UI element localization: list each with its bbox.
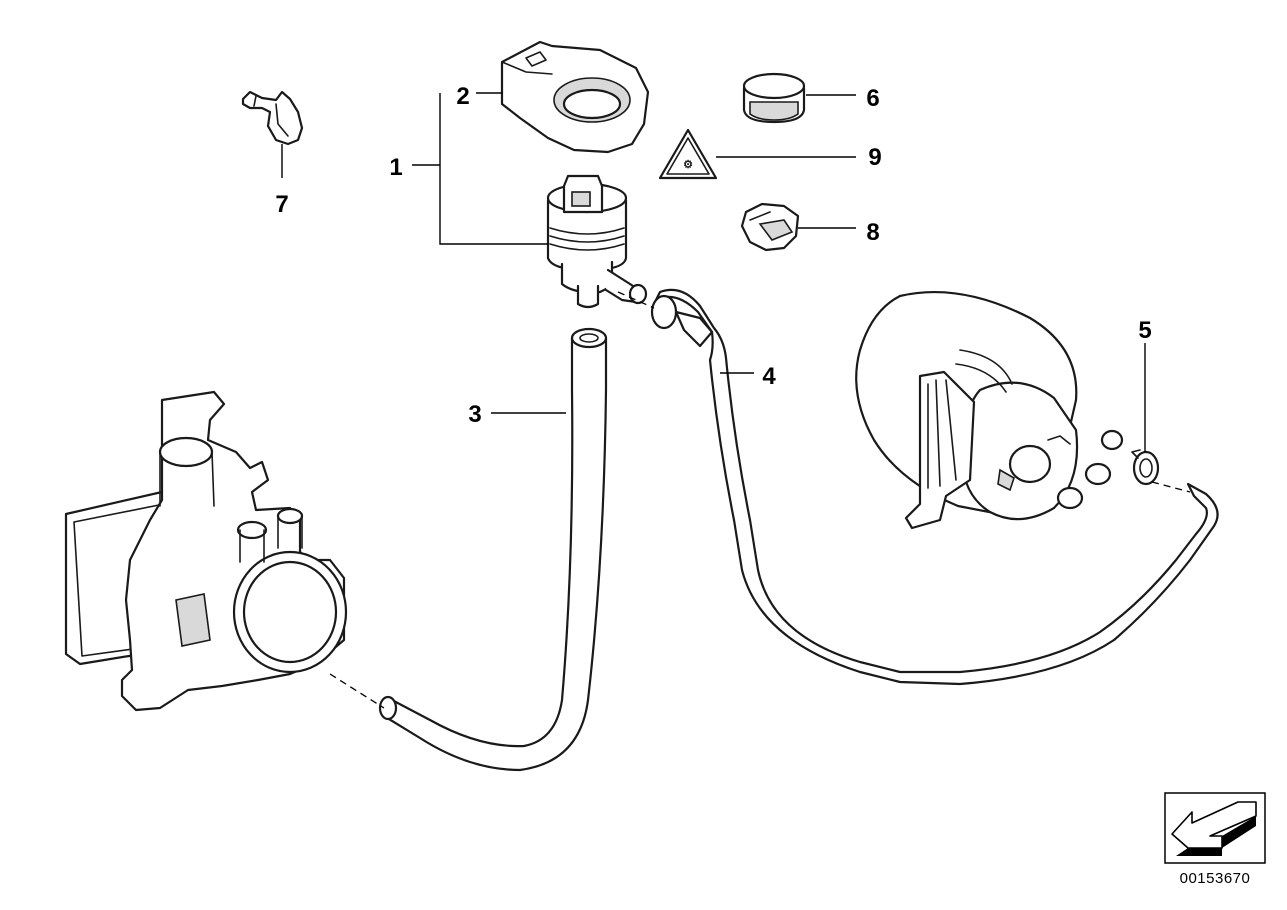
- callout-5: 5: [1138, 317, 1151, 344]
- part-1-pump[interactable]: [546, 174, 648, 309]
- svg-text:⚙: ⚙: [683, 159, 693, 171]
- part-9-label[interactable]: ⚙: [658, 128, 718, 180]
- part-3-hose[interactable]: [378, 327, 608, 772]
- leader-lines: [281, 92, 1146, 452]
- warning-triangle-icon: ⚙: [683, 159, 693, 171]
- callout-6: 6: [866, 85, 879, 112]
- assembly-lines: [329, 291, 1191, 709]
- part-4-hose[interactable]: [650, 288, 1219, 686]
- callout-3: 3: [468, 401, 481, 428]
- canister: [855, 291, 1124, 530]
- part-2-bracket[interactable]: [500, 40, 650, 154]
- part-7-clip[interactable]: [241, 90, 304, 146]
- throttle-housing: [64, 390, 348, 712]
- callout-2: 2: [456, 83, 469, 110]
- callout-1: 1: [389, 154, 402, 181]
- part-5-clamp[interactable]: [1131, 449, 1160, 486]
- callout-7: 7: [275, 191, 288, 218]
- nav-arrow-icon: [1171, 801, 1257, 856]
- callout-labels: 1 2 3 4 5 6 7 8 9: [275, 83, 1151, 428]
- document-number: 00153670: [1180, 870, 1251, 887]
- nav-arrow-box[interactable]: [1164, 792, 1266, 864]
- part-6-cap[interactable]: [742, 72, 806, 124]
- callout-4: 4: [762, 363, 776, 390]
- part-8-clamp[interactable]: [740, 202, 800, 252]
- callout-9: 9: [868, 144, 881, 171]
- callout-8: 8: [866, 219, 879, 246]
